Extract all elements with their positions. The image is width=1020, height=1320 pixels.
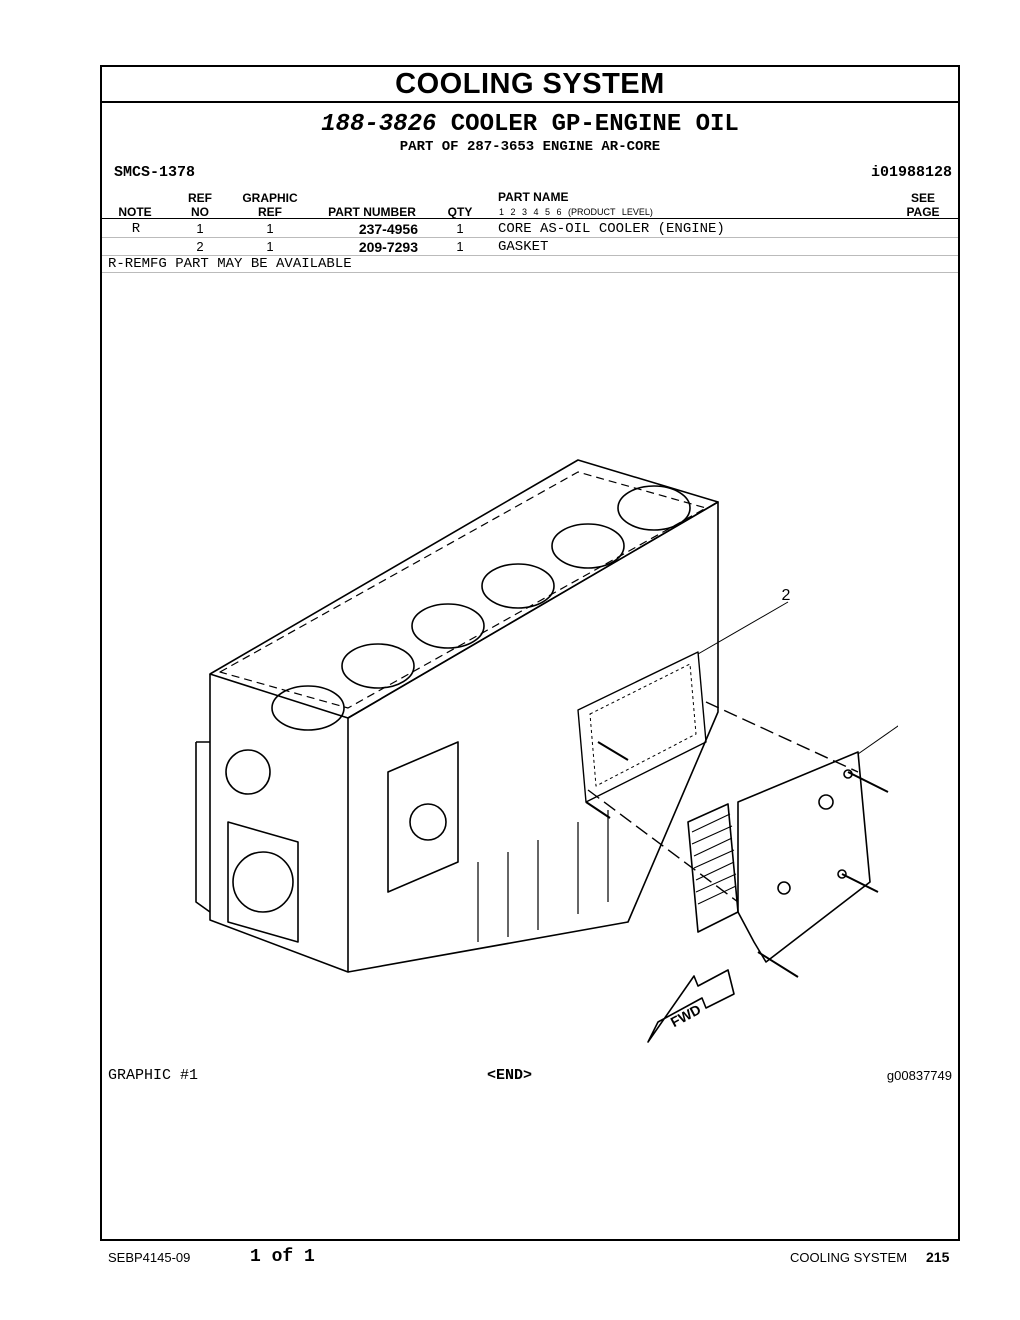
cylinder-block-front — [209, 674, 349, 973]
header-graphic-ref-bottom: REF — [258, 205, 282, 219]
header-ref-no-bottom: NO — [191, 205, 209, 219]
section-title: COOLING SYSTEM — [102, 67, 958, 103]
row-qty: 1 — [456, 221, 464, 236]
row-qty: 1 — [456, 239, 464, 254]
fwd-arrow-icon — [647, 969, 735, 1043]
row-divider — [102, 237, 958, 238]
graphic-id: g00837749 — [886, 1068, 952, 1083]
row-divider — [102, 272, 958, 273]
callout-2: 2 — [782, 587, 791, 604]
remfg-footnote: R-REMFG PART MAY BE AVAILABLE — [108, 256, 352, 272]
footer-doc-id: SEBP4145-09 — [108, 1250, 191, 1265]
graphic-label: GRAPHIC #1 — [108, 1067, 199, 1084]
footer-page-count: 1 of 1 — [250, 1247, 315, 1267]
smcs-code: SMCS-1378 — [114, 164, 196, 181]
cylinder-block-side — [347, 501, 719, 973]
header-qty: QTY — [447, 205, 473, 219]
group-number[interactable]: 188-3826 — [321, 111, 437, 138]
header-note: NOTE — [118, 205, 152, 219]
footer-section: COOLING SYSTEM — [790, 1250, 908, 1265]
header-see-page-top: SEE — [910, 191, 935, 205]
row-note: R — [131, 221, 141, 237]
footer-page-number: 215 — [926, 1249, 950, 1265]
oil-cooler-core-part — [737, 751, 871, 963]
row-ref-no: 1 — [196, 221, 204, 236]
header-part-number: PART NUMBER — [328, 205, 416, 219]
end-marker: <END> — [487, 1067, 533, 1084]
header-ref-no-top: REF — [188, 191, 212, 205]
header-graphic-ref-top: GRAPHIC — [242, 191, 298, 205]
row-part-number[interactable]: 209-7293 — [358, 239, 418, 255]
row-divider — [102, 255, 958, 256]
row-graphic-ref: 1 — [266, 239, 274, 254]
gasket-part — [577, 651, 707, 803]
row-part-name: CORE AS-OIL COOLER (ENGINE) — [498, 221, 725, 237]
group-name: COOLER GP-ENGINE OIL — [450, 111, 739, 138]
header-part-name: PART NAME — [498, 190, 569, 204]
parts-page-frame: COOLING SYSTEM 188-3826 COOLER GP-ENGINE… — [100, 65, 960, 1241]
header-product-level: 1 2 3 4 5 6 (PRODUCT LEVEL) — [499, 207, 653, 217]
part-of-line[interactable]: PART OF 287-3653 ENGINE AR-CORE — [399, 139, 661, 155]
row-part-name: GASKET — [498, 239, 549, 255]
header-divider — [102, 218, 958, 219]
header-see-page-bottom: PAGE — [906, 205, 940, 219]
row-ref-no: 2 — [196, 239, 204, 254]
engine-oil-cooler-illustration: 2 1 FWD — [195, 459, 898, 1043]
group-title: 188-3826 COOLER GP-ENGINE OIL — [102, 111, 958, 139]
row-graphic-ref: 1 — [266, 221, 274, 236]
info-id: i01988128 — [870, 164, 952, 181]
row-part-number[interactable]: 237-4956 — [358, 221, 418, 237]
